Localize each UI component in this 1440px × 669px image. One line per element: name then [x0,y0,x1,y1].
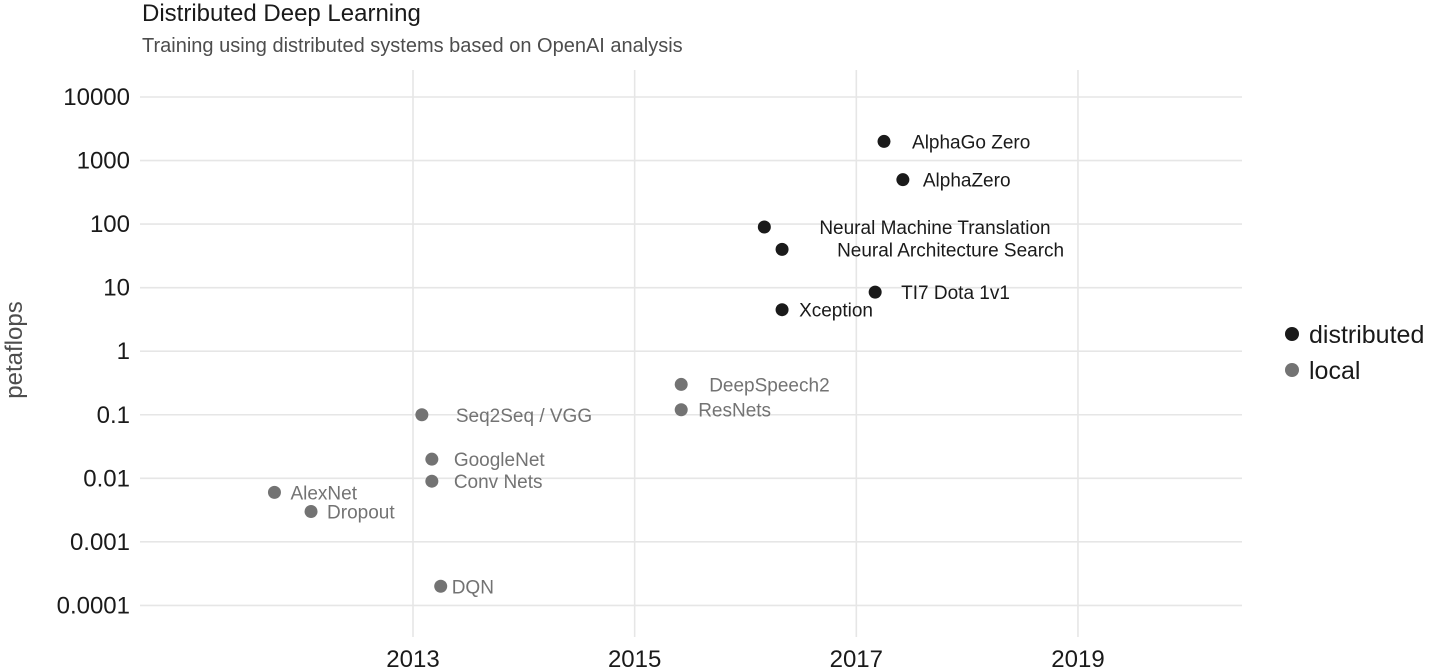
point-label: DeepSpeech2 [709,375,829,396]
data-point [868,285,882,299]
point-label: GoogleNet [454,450,546,471]
data-point [415,408,429,422]
x-axis-ticks: 2013 2015 2017 2019 [386,646,1104,669]
y-tick-label: 100 [90,211,130,238]
point-label: AlphaZero [923,171,1011,192]
y-tick-label: 10000 [63,84,130,111]
y-tick-label: 0.1 [97,402,130,429]
y-axis-label: petaflops [1,301,28,398]
point-label: Neural Architecture Search [837,240,1064,261]
legend-label: distributed [1309,321,1424,349]
data-point [304,505,318,519]
legend-marker [1285,327,1299,341]
point-label: Conv Nets [454,472,543,493]
legend-label: local [1309,357,1360,385]
data-point [674,377,688,391]
data-point [775,242,789,256]
point-label: ResNets [698,401,771,422]
y-axis-ticks: 10000 1000 100 10 1 0.1 0.01 0.001 0.0001 [57,84,130,619]
point-label: AlexNet [290,483,357,504]
y-tick-label: 1 [117,338,130,365]
point-label: DQN [452,577,494,598]
data-point [757,220,771,234]
data-point [775,303,789,317]
data-point [267,485,281,499]
point-label: Neural Machine Translation [819,218,1050,239]
point-label: AlphaGo Zero [912,132,1030,153]
chart-subtitle: Training using distributed systems based… [142,35,683,57]
grid-lines [140,70,1242,637]
data-points [267,134,910,593]
x-tick-label: 2017 [830,646,883,669]
y-tick-label: 0.01 [83,465,130,492]
y-tick-label: 0.0001 [57,592,130,619]
chart-title: Distributed Deep Learning [142,0,421,27]
point-label: TI7 Dota 1v1 [901,283,1010,304]
data-point [896,173,910,187]
x-tick-label: 2019 [1051,646,1104,669]
point-label: Seq2Seq / VGG [456,406,592,427]
legend: distributed local [1285,321,1424,385]
point-label: Xception [799,301,873,322]
data-point [877,134,891,148]
y-tick-label: 10 [103,275,130,302]
x-tick-label: 2013 [386,646,439,669]
y-tick-label: 1000 [77,148,130,175]
point-label: Dropout [327,503,395,524]
legend-marker [1285,363,1299,377]
x-tick-label: 2015 [608,646,661,669]
data-point [425,474,439,488]
data-point [434,579,448,593]
data-point [425,452,439,466]
y-tick-label: 0.001 [70,529,130,556]
data-point [674,403,688,417]
